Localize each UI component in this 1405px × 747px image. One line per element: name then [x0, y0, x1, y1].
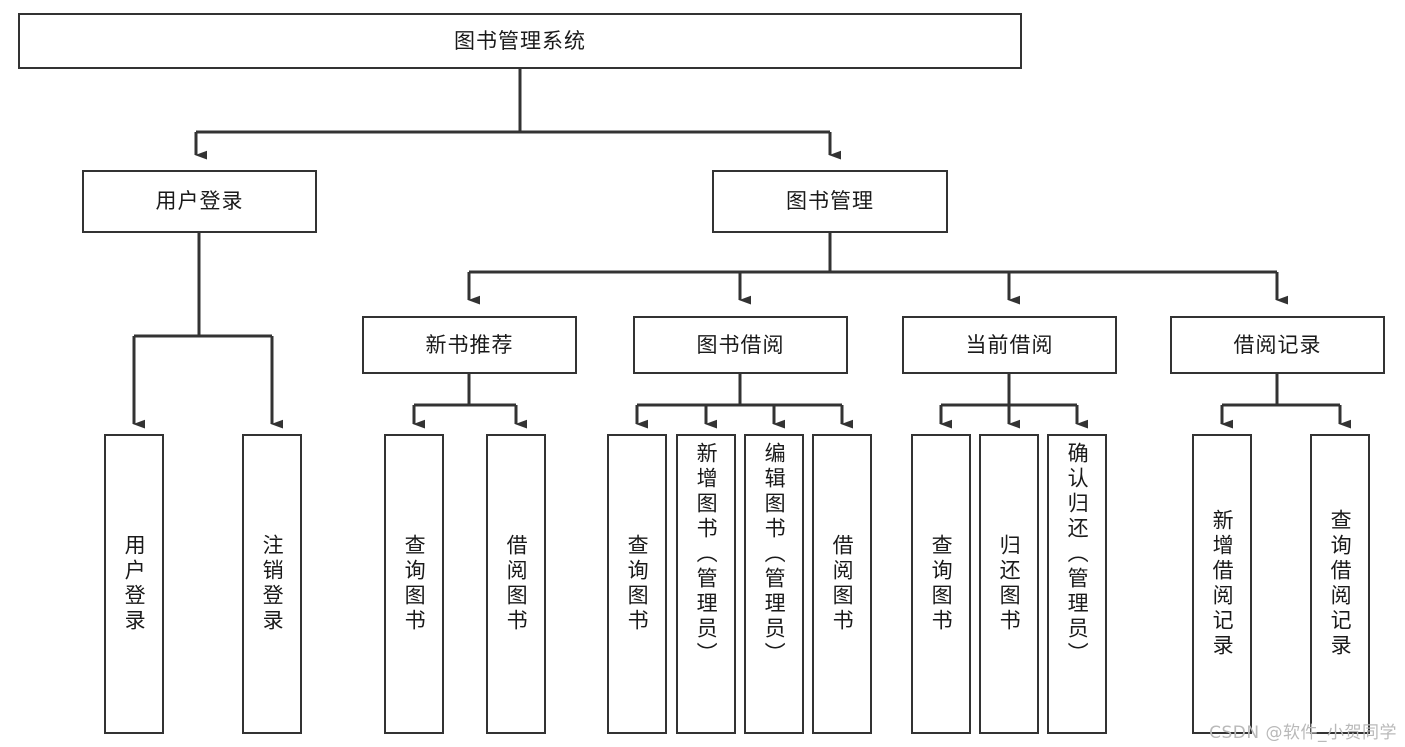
leaf-current-confirm-return-label: 确认归还（管理员）	[1065, 442, 1090, 667]
leaf-borrow-query-book[interactable]: 查询图书	[607, 434, 667, 734]
leaf-new-book-borrow-label: 借阅图书	[504, 534, 529, 634]
node-current-borrow-label: 当前借阅	[965, 332, 1054, 357]
leaf-borrow-borrow-book[interactable]: 借阅图书	[812, 434, 872, 734]
node-book-management[interactable]: 图书管理	[712, 170, 948, 233]
leaf-user-login-signin[interactable]: 用户登录	[104, 434, 164, 734]
leaf-borrow-query-book-label: 查询图书	[625, 534, 650, 634]
leaf-current-return-book[interactable]: 归还图书	[979, 434, 1039, 734]
leaf-user-login-signin-label: 用户登录	[122, 534, 147, 634]
node-new-book-recommend[interactable]: 新书推荐	[362, 316, 577, 374]
node-book-borrow[interactable]: 图书借阅	[633, 316, 848, 374]
leaf-borrow-borrow-book-label: 借阅图书	[830, 534, 855, 634]
leaf-records-add-record-label: 新增借阅记录	[1210, 509, 1235, 659]
leaf-records-query-record[interactable]: 查询借阅记录	[1310, 434, 1370, 734]
leaf-user-login-signout-label: 注销登录	[260, 534, 285, 634]
leaf-records-query-record-label: 查询借阅记录	[1328, 509, 1353, 659]
leaf-user-login-signout[interactable]: 注销登录	[242, 434, 302, 734]
leaf-current-query-book-label: 查询图书	[929, 534, 954, 634]
node-book-borrow-label: 图书借阅	[696, 332, 785, 357]
node-user-login[interactable]: 用户登录	[82, 170, 317, 233]
node-user-login-label: 用户登录	[155, 189, 244, 214]
node-new-book-recommend-label: 新书推荐	[425, 332, 514, 357]
leaf-borrow-add-book-label: 新增图书（管理员）	[694, 442, 719, 667]
node-root-system-label: 图书管理系统	[454, 28, 586, 53]
node-current-borrow[interactable]: 当前借阅	[902, 316, 1117, 374]
leaf-new-book-query-label: 查询图书	[402, 534, 427, 634]
node-borrow-records[interactable]: 借阅记录	[1170, 316, 1385, 374]
leaf-current-return-book-label: 归还图书	[997, 534, 1022, 634]
leaf-current-query-book[interactable]: 查询图书	[911, 434, 971, 734]
leaf-current-confirm-return[interactable]: 确认归还（管理员）	[1047, 434, 1107, 734]
leaf-records-add-record[interactable]: 新增借阅记录	[1192, 434, 1252, 734]
leaf-borrow-edit-book[interactable]: 编辑图书（管理员）	[744, 434, 804, 734]
node-book-management-label: 图书管理	[786, 189, 874, 214]
leaf-new-book-query[interactable]: 查询图书	[384, 434, 444, 734]
csdn-watermark: CSDN @软件_小贺同学	[1209, 723, 1397, 743]
node-borrow-records-label: 借阅记录	[1233, 332, 1322, 357]
leaf-borrow-edit-book-label: 编辑图书（管理员）	[762, 442, 787, 667]
leaf-borrow-add-book[interactable]: 新增图书（管理员）	[676, 434, 736, 734]
node-root-system[interactable]: 图书管理系统	[18, 13, 1022, 69]
leaf-new-book-borrow[interactable]: 借阅图书	[486, 434, 546, 734]
